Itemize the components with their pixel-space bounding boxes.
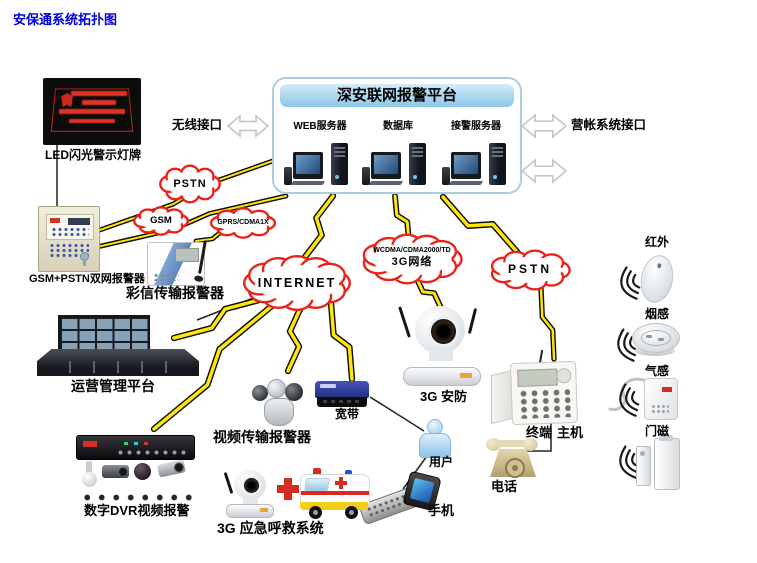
bullet-camera2-icon xyxy=(156,459,187,478)
mobile-label: 手机 xyxy=(428,503,455,518)
monitor-wall-icon xyxy=(58,315,150,355)
led-sign-label: LED闪光警示灯牌 xyxy=(45,148,142,162)
video-alarm-device xyxy=(252,378,304,426)
mms-alarm-label: 彩信传输报警器 xyxy=(126,285,224,301)
bullet-camera-icon xyxy=(102,465,129,478)
database-label: 数据库 xyxy=(383,121,413,132)
camera-set-icon xyxy=(78,459,200,491)
platform-title: 深安联网报警平台 xyxy=(280,84,514,107)
plus-icon xyxy=(277,478,299,500)
gas-label: 气感 xyxy=(645,364,670,378)
ip-camera-3g-device xyxy=(398,306,481,388)
terminal-host-device xyxy=(509,360,579,426)
ptz-camera-icon xyxy=(80,461,98,487)
net3g-cloud-sublabel: WCDMA/CDMA2000/TD xyxy=(373,247,451,254)
internet-cloud-label: INTERNET xyxy=(257,276,337,290)
infrared-label: 红外 xyxy=(645,235,670,249)
dual-network-alarm-device xyxy=(38,206,100,272)
led-warning-sign xyxy=(43,78,141,145)
terminal-label: 终端 xyxy=(526,425,553,440)
emergency-camera-icon xyxy=(223,470,274,520)
gsm-cloud-label: GSM xyxy=(150,215,172,226)
emergency-label: 3G 应急呼救系统 xyxy=(217,520,324,536)
wireless-interface-label: 无线接口 xyxy=(172,118,223,132)
led-shield-icon xyxy=(61,93,73,107)
telephone-device xyxy=(483,438,543,480)
broadband-label: 宽带 xyxy=(335,407,360,421)
door-magnet-label: 门磁 xyxy=(645,424,670,438)
smoke-sensor-icon xyxy=(632,323,680,357)
gas-sensor-icon xyxy=(644,378,678,420)
pstn-left-cloud-label: PSTN xyxy=(173,178,207,190)
web-server-computer-icon xyxy=(284,139,354,187)
broadband-router-device xyxy=(315,381,369,407)
dvr-label: 数字DVR视频报警 xyxy=(84,503,190,518)
dispatch-server-label: 接警服务器 xyxy=(451,121,501,132)
web-server-label: WEB服务器 xyxy=(293,121,347,132)
user-label: 用户 xyxy=(429,455,454,469)
billing-interface-label: 营帐系统接口 xyxy=(571,118,647,132)
dvr-device xyxy=(76,435,195,460)
page-title: 安保通系统拓扑图 xyxy=(13,12,118,27)
dome-camera-icon xyxy=(134,463,151,480)
ambulance-icon xyxy=(299,468,370,519)
smoke-label: 烟感 xyxy=(645,307,670,321)
pstn-right-cloud-label: PSTN xyxy=(507,262,552,276)
database-computer-icon xyxy=(362,139,432,187)
led-sign-screen xyxy=(50,85,134,133)
net3g-cloud-label: 3G网络 xyxy=(391,256,433,268)
dual-alarm-label: GSM+PSTN双网报警器 xyxy=(29,273,145,285)
host-label: 主机 xyxy=(557,425,584,440)
control-desk-icon xyxy=(37,349,199,376)
gprs-cloud-label: GPRS/CDMA1X xyxy=(217,219,269,226)
user-icon xyxy=(418,419,451,458)
camera-connectors-icon xyxy=(80,492,196,503)
alarm-platform-panel: 深安联网报警平台 WEB服务器 数据库 接警服务器 xyxy=(272,77,522,194)
ops-platform-label: 运营管理平台 xyxy=(71,378,155,394)
video-alarm-label: 视频传输报警器 xyxy=(213,429,311,445)
dispatch-computer-icon xyxy=(442,139,512,187)
door-magnet-icon xyxy=(636,435,680,490)
telephone-label: 电话 xyxy=(491,479,518,494)
alarm-key-icon xyxy=(80,252,89,266)
cam-3g-label: 3G 安防 xyxy=(420,389,467,404)
